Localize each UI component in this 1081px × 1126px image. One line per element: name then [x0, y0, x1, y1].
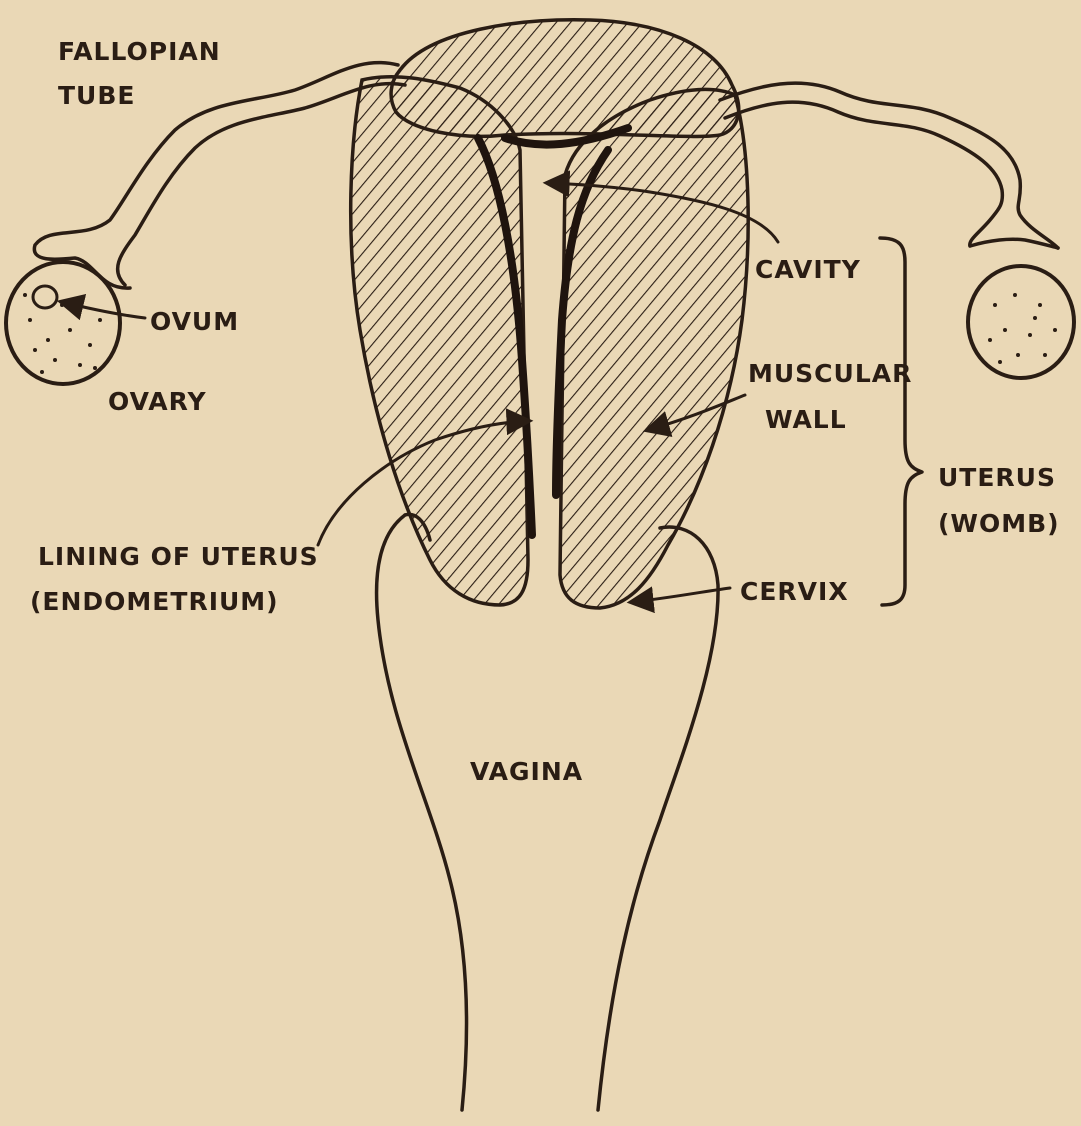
label-ovary: OVARY: [108, 387, 207, 416]
label-vagina: VAGINA: [470, 757, 583, 786]
label-uterus-line1: UTERUS: [938, 463, 1056, 492]
ovary-left: [6, 262, 120, 384]
label-muscular-wall-line1: MUSCULAR: [748, 359, 912, 388]
fallopian-tube-right: [720, 83, 1058, 248]
label-lining-line1: LINING OF UTERUS: [38, 542, 319, 571]
vagina-right: [598, 527, 718, 1110]
label-cervix: CERVIX: [740, 577, 849, 606]
label-ovum: OVUM: [150, 307, 239, 336]
uterus-right-wall: [560, 89, 748, 608]
uterus-bracket: [880, 238, 922, 605]
uterus-left-wall: [351, 77, 528, 605]
label-fallopian-tube-line2: TUBE: [58, 81, 136, 110]
label-muscular-wall-line2: WALL: [765, 405, 847, 434]
label-fallopian-tube-line1: FALLOPIAN: [58, 37, 221, 66]
label-cavity: CAVITY: [755, 255, 861, 284]
ovary-right: [968, 266, 1074, 378]
vagina-left: [377, 515, 467, 1110]
label-lining-line2: (ENDOMETRIUM): [30, 587, 279, 616]
ovum-cell: [33, 286, 57, 308]
pointer-cervix: [632, 588, 730, 602]
label-uterus-line2: (WOMB): [938, 509, 1060, 538]
fimbriae-right: [970, 239, 1058, 248]
